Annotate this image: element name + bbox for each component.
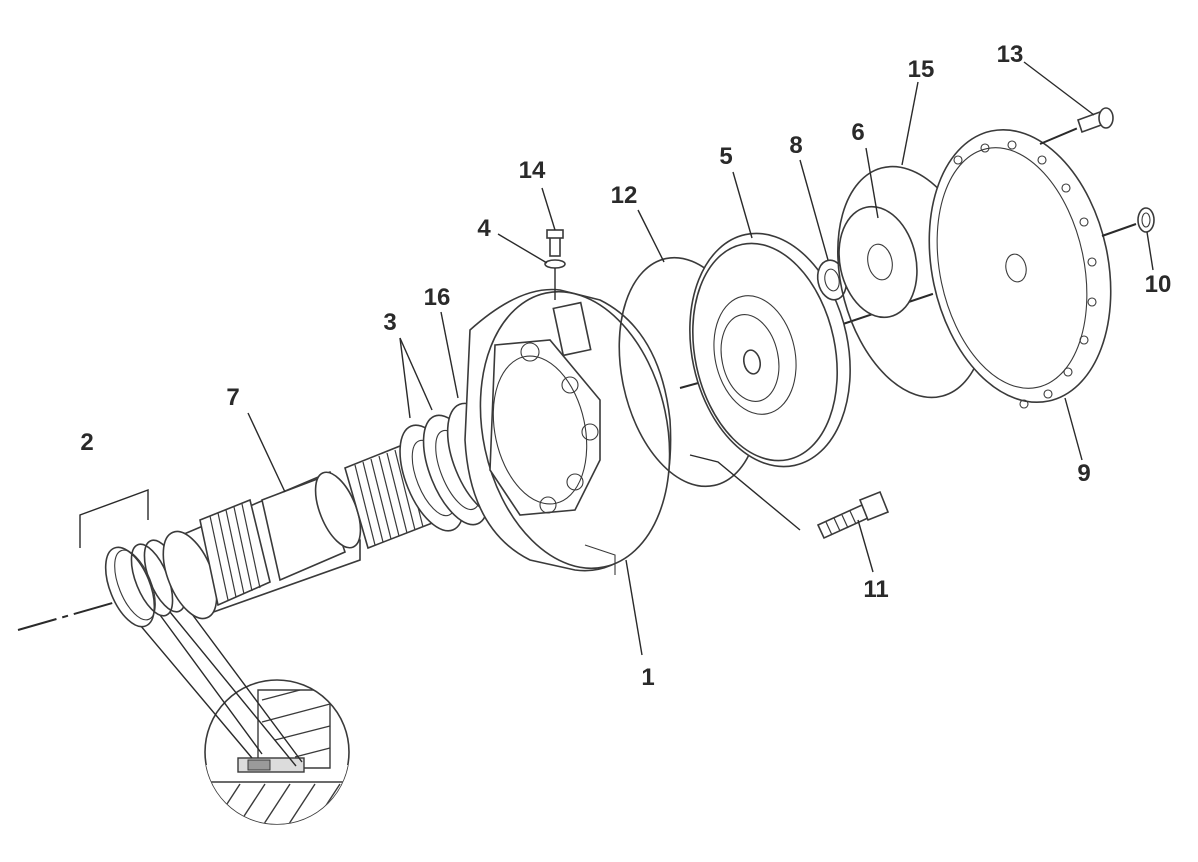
detail-leaders: [139, 605, 303, 767]
callout-2: 2: [80, 429, 93, 456]
housing-part-1: [464, 288, 672, 575]
callout-5: 5: [719, 143, 732, 170]
callout-14: 14: [519, 157, 546, 184]
callout-leaders: [79, 61, 1154, 656]
bolt-part-11: [689, 454, 890, 540]
callout-labels: 1 2 3 4 5 6 7 8 9 10 11 12 13 14 15 16: [80, 41, 1171, 691]
thrust-washer-part-6: [838, 205, 918, 319]
callout-8: 8: [789, 132, 802, 159]
callout-3: 3: [383, 309, 396, 336]
cap-screw-part-13: [1039, 107, 1114, 145]
callout-7: 7: [226, 384, 239, 411]
callout-11: 11: [863, 576, 888, 603]
callout-10: 10: [1145, 271, 1172, 298]
input-shaft-part-7: [162, 438, 441, 620]
callout-13: 13: [997, 41, 1024, 68]
cover-plate-part-5: [689, 232, 851, 468]
screw-plug-part-14: [544, 229, 566, 300]
callout-4: 4: [477, 215, 491, 242]
plug-part-10: [1101, 207, 1155, 237]
callout-1: 1: [641, 664, 654, 691]
end-cover-part-9: [928, 128, 1112, 409]
callout-12: 12: [611, 182, 638, 209]
callout-16: 16: [424, 284, 451, 311]
callout-9: 9: [1077, 460, 1090, 487]
callout-15: 15: [908, 56, 935, 83]
callout-6: 6: [851, 119, 864, 146]
